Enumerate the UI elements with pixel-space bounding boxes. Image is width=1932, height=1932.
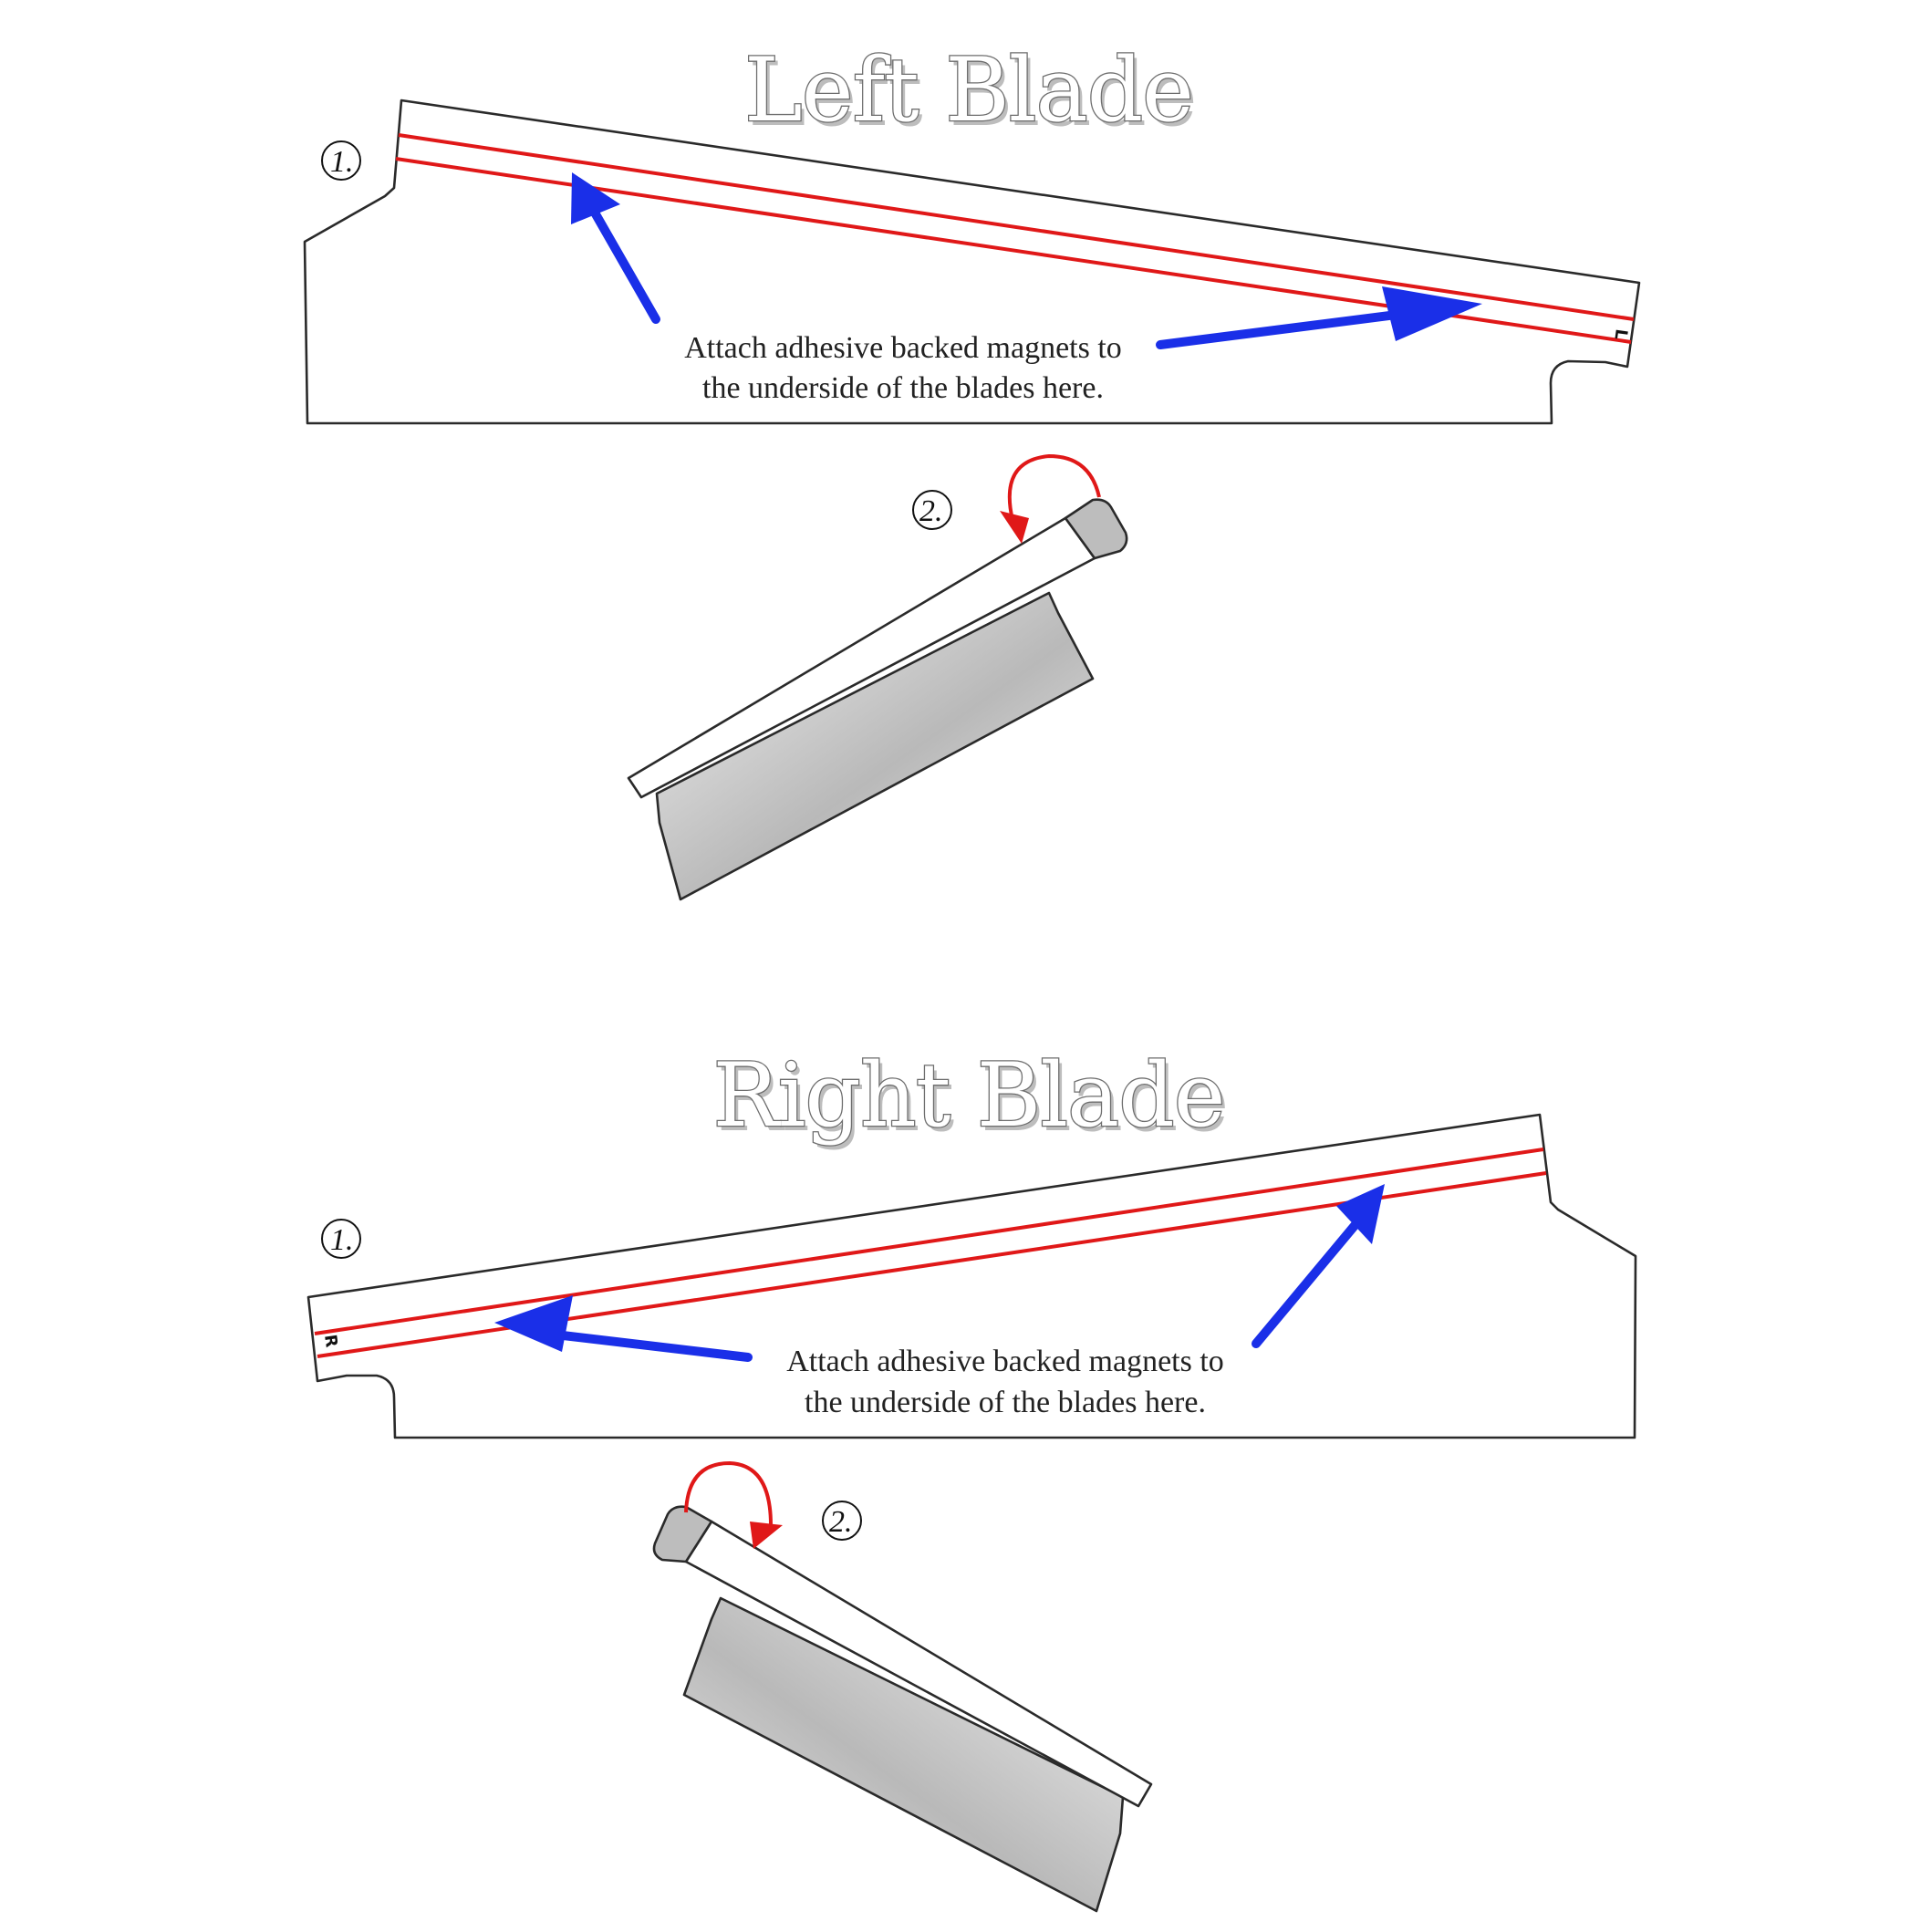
left-rotate-arrow <box>1000 453 1101 544</box>
left-blade-title-text: Left Blade <box>744 39 1193 141</box>
right-arrow-2 <box>1252 1184 1385 1348</box>
left-arrow-2 <box>1156 286 1482 349</box>
right-blade-title-text: Right Blade <box>712 1044 1224 1147</box>
left-blade-title: Left Blade Left Blade <box>743 38 1198 146</box>
right-blade-title: Right Blade Right Blade <box>712 1044 1229 1151</box>
right-rotate-arrow <box>684 1460 783 1549</box>
right-metal-blade <box>682 1596 1125 1913</box>
left-step2-label: 2. <box>919 494 943 528</box>
left-instruction-line1: Attach adhesive backed magnets to <box>684 331 1122 365</box>
left-blade-section: Left Blade Left Blade 1. L Attach adhesi… <box>303 38 1641 901</box>
left-folded-blade <box>627 498 1128 901</box>
left-magnet-line-top <box>398 133 1635 321</box>
right-step2-badge: 2. <box>822 1501 862 1541</box>
left-step1-label: 1. <box>330 145 354 179</box>
left-arrow-1 <box>571 172 660 324</box>
right-step2-label: 2. <box>829 1505 853 1539</box>
right-step1-badge: 1. <box>321 1219 361 1259</box>
right-blade-outline <box>306 1113 1637 1439</box>
right-instruction-line1: Attach adhesive backed magnets to <box>786 1345 1224 1378</box>
left-instruction-line2: the underside of the blades here. <box>702 371 1104 405</box>
right-folded-blade <box>652 1505 1153 1913</box>
left-step2-badge: 2. <box>912 490 952 530</box>
right-step1-label: 1. <box>330 1223 354 1257</box>
left-blade-outline <box>303 99 1641 425</box>
svg-text:Right Blade: Right Blade <box>716 1049 1228 1151</box>
right-handle-cap <box>652 1505 713 1563</box>
left-side-mark: L <box>1610 327 1630 340</box>
right-instruction-line2: the underside of the blades here. <box>805 1386 1206 1419</box>
left-handle-cap <box>1064 498 1128 560</box>
right-magnet-line-top <box>314 1148 1544 1335</box>
right-blade-section: Right Blade Right Blade 1. R Attach adhe… <box>306 1044 1637 1913</box>
left-step1-badge: 1. <box>321 140 361 181</box>
left-metal-blade <box>655 591 1095 901</box>
right-arrow-1 <box>494 1295 753 1362</box>
svg-text:Left Blade: Left Blade <box>748 44 1197 146</box>
right-side-mark: R <box>320 1334 341 1349</box>
